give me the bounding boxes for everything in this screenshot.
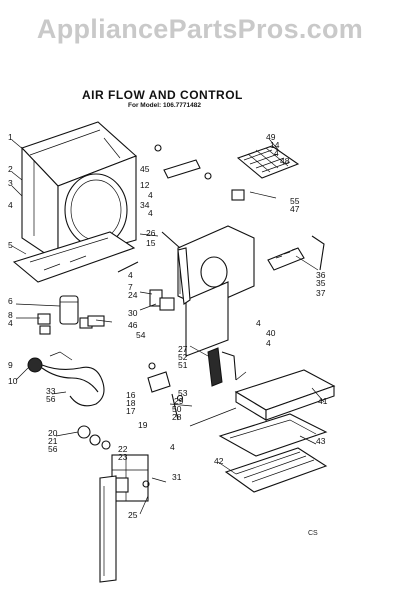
- callout-29: 29: [174, 396, 184, 406]
- callout-36: 36: [316, 270, 326, 280]
- callout-22: 22: [118, 444, 128, 454]
- corner-code: CS: [308, 530, 318, 537]
- callout-2: 2: [8, 164, 13, 174]
- callout-4: 4: [256, 318, 261, 328]
- callout-43: 43: [316, 436, 326, 446]
- callout-31: 31: [172, 472, 182, 482]
- callout-34: 34: [140, 200, 150, 210]
- callout-40: 40: [266, 328, 276, 338]
- mesh-filter-part: [224, 447, 328, 493]
- callout-4: 4: [148, 208, 153, 218]
- callout-20: 20: [48, 428, 58, 438]
- callout-12: 12: [140, 180, 150, 190]
- callout-14: 14: [270, 140, 280, 150]
- circuit-board-part: [207, 347, 247, 387]
- callout-15: 15: [146, 238, 156, 248]
- callout-7: 7: [128, 282, 133, 292]
- callout-56: 56: [46, 394, 56, 404]
- leader-lines: [11, 137, 325, 515]
- callout-labels: 1234568491033562021564512434426154724304…: [8, 132, 328, 520]
- callout-27: 27: [178, 344, 188, 354]
- callout-4: 4: [148, 190, 153, 200]
- front-bezel-part: [21, 121, 138, 264]
- callout-4: 4: [8, 200, 13, 210]
- callout-6: 6: [8, 296, 13, 306]
- callout-35: 35: [316, 278, 326, 288]
- callout-4: 4: [274, 148, 279, 158]
- callout-10: 10: [8, 376, 18, 386]
- callout-41: 41: [318, 396, 328, 406]
- callout-4: 4: [8, 318, 13, 328]
- callout-4: 4: [128, 270, 133, 280]
- callout-56: 56: [48, 444, 58, 454]
- callout-8: 8: [8, 310, 13, 320]
- callout-1: 1: [8, 132, 13, 142]
- base-plate-part: [12, 231, 136, 283]
- callout-24: 24: [128, 290, 138, 300]
- callout-16: 16: [126, 390, 136, 400]
- callout-21: 21: [48, 436, 58, 446]
- control-switch-part: [77, 425, 150, 583]
- callout-30: 30: [128, 308, 138, 318]
- callout-23: 23: [118, 452, 128, 462]
- callout-42: 42: [214, 456, 224, 466]
- diagram-title: AIR FLOW AND CONTROL: [82, 88, 243, 102]
- callout-28: 28: [172, 412, 182, 422]
- callout-17: 17: [126, 406, 136, 416]
- callout-25: 25: [128, 510, 138, 520]
- watermark: AppliancePartsPros.com: [36, 14, 364, 44]
- louver-part: [267, 235, 325, 271]
- blower-housing-part: [161, 225, 255, 357]
- callout-9: 9: [8, 360, 13, 370]
- callout-19: 19: [138, 420, 148, 430]
- bracket-part: [147, 371, 184, 421]
- callout-47: 47: [290, 204, 300, 214]
- callout-49: 49: [266, 132, 276, 142]
- callout-4: 4: [170, 442, 175, 452]
- callout-51: 51: [178, 360, 188, 370]
- callout-46: 46: [128, 320, 138, 330]
- callout-26: 26: [146, 228, 156, 238]
- callout-33: 33: [46, 386, 56, 396]
- callout-3: 3: [8, 178, 13, 188]
- callout-5: 5: [8, 240, 13, 250]
- wire-harness-part: [27, 351, 105, 407]
- callout-53: 53: [178, 388, 188, 398]
- callout-45: 45: [140, 164, 150, 174]
- callout-50: 50: [172, 404, 182, 414]
- callout-18: 18: [126, 398, 136, 408]
- top-bracket-part: [154, 144, 212, 180]
- air-filter-part: [231, 145, 300, 201]
- callout-54: 54: [136, 330, 146, 340]
- callout-55: 55: [290, 196, 300, 206]
- tray-part: [218, 413, 328, 457]
- callout-48: 48: [280, 156, 290, 166]
- callout-4: 4: [266, 338, 271, 348]
- callout-37: 37: [316, 288, 326, 298]
- capacitor-part: [37, 295, 93, 335]
- model-subtitle: For Model: 106.7771482: [128, 102, 201, 109]
- callout-52: 52: [178, 352, 188, 362]
- drain-pan-part: [234, 369, 336, 421]
